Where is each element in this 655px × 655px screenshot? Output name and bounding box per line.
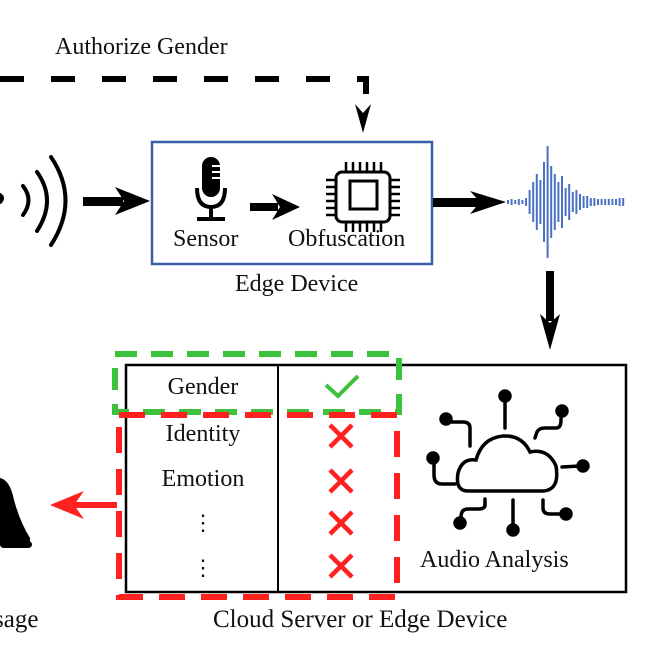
arrowhead-down-icon xyxy=(355,104,371,133)
waveform-bar xyxy=(543,162,545,242)
authorize-label: Authorize Gender xyxy=(55,34,228,60)
attribute-row-gender: Gender xyxy=(167,374,239,400)
waveform-bar xyxy=(607,199,610,205)
cross-icon xyxy=(328,468,354,494)
sensor-label: Sensor xyxy=(173,226,239,252)
waveform-bar xyxy=(589,198,592,206)
sound-waves-icon xyxy=(0,155,68,247)
attribute-row-ellipsis: ⋮ xyxy=(192,555,214,580)
waveform-bar xyxy=(561,176,563,228)
cross-icon xyxy=(328,510,354,536)
waveform-bar xyxy=(622,198,625,206)
waveform-bar xyxy=(550,166,553,238)
waveform-bar xyxy=(611,199,614,205)
arrow-left-icon xyxy=(50,491,117,519)
waveform-bar xyxy=(579,194,581,210)
waveform-bar xyxy=(525,198,527,206)
waveform-bar xyxy=(532,182,535,222)
waveform-bar xyxy=(546,146,549,258)
waveform-bar xyxy=(571,192,574,212)
attribute-row-identity: Identity xyxy=(165,421,241,447)
check-icon xyxy=(324,374,360,399)
waveform-bar xyxy=(575,190,578,214)
blocked-region-box xyxy=(116,412,400,600)
waveform-bar xyxy=(517,199,520,205)
waveform-bar xyxy=(521,200,524,204)
waveform-bar xyxy=(568,184,571,220)
server-box xyxy=(124,363,628,594)
waveform-bar xyxy=(528,190,531,214)
edge-device-title: Edge Device xyxy=(235,271,359,297)
waveform-bar xyxy=(600,199,603,205)
waveform-bar xyxy=(615,199,617,205)
cloud-network-icon xyxy=(426,389,590,537)
waveform-bar xyxy=(553,174,556,230)
waveform-bar xyxy=(586,196,589,208)
edge-device-box xyxy=(150,140,434,266)
waveform-bar xyxy=(618,198,621,206)
arrow-right-icon xyxy=(433,191,506,214)
waveform-bar xyxy=(514,200,517,204)
cross-icon xyxy=(328,423,354,449)
microphone-icon xyxy=(195,157,227,221)
waveform-bar xyxy=(582,196,585,208)
chip-icon xyxy=(326,162,400,232)
waveform-bar xyxy=(507,200,509,204)
waveform-bar xyxy=(535,174,538,230)
waveform-bar xyxy=(604,199,607,205)
arrow-down-icon xyxy=(540,271,560,350)
waveform-bar xyxy=(597,199,599,205)
audio-waveform-icon xyxy=(507,146,625,258)
waveform-bar xyxy=(593,198,596,206)
waveform-bar xyxy=(510,199,513,205)
audio-analysis-label: Audio Analysis xyxy=(420,547,569,573)
misuse-label: sage xyxy=(0,606,39,633)
waveform-bar xyxy=(539,180,542,224)
server-title: Cloud Server or Edge Device xyxy=(213,606,508,633)
waveform-bar xyxy=(564,188,567,216)
attribute-row-emotion: Emotion xyxy=(161,466,245,492)
obfuscation-label: Obfuscation xyxy=(288,226,406,252)
cross-icon xyxy=(328,553,354,579)
arrow-right-icon xyxy=(83,187,150,215)
waveform-bar xyxy=(557,182,560,222)
attribute-row-ellipsis: ⋮ xyxy=(192,510,214,535)
user-icon xyxy=(0,478,32,548)
arrow-right-icon xyxy=(250,194,300,220)
authorize-arrow xyxy=(0,76,371,133)
